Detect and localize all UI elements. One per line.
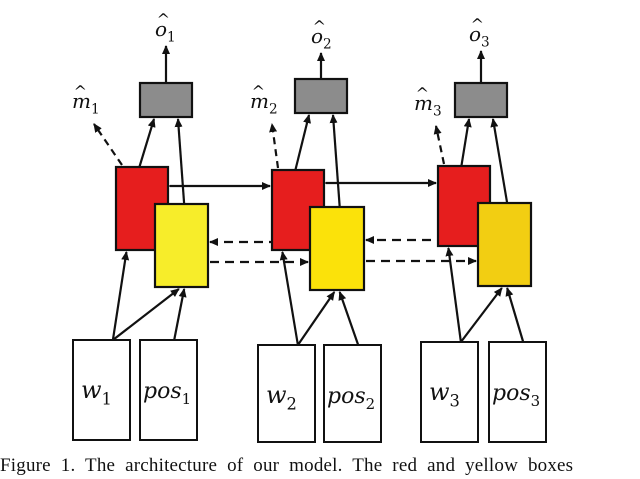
figure-caption: Figure 1. The architecture of our model.… <box>0 455 574 476</box>
word-to-red-arrow-2 <box>279 251 299 346</box>
memory-arrow-1 <box>93 123 123 166</box>
yellow-box-1 <box>153 202 210 289</box>
yellow-box-2 <box>308 205 366 292</box>
memory-arrow-2 <box>269 123 280 169</box>
pos-box-1 <box>139 339 198 441</box>
pos-box-3 <box>488 341 547 443</box>
memory-label-3: m3 <box>414 91 442 120</box>
pos-label-1: pos1 <box>143 379 191 408</box>
output-label-2-hat: ^ <box>313 17 326 36</box>
memory-label-2-hat: ^ <box>252 82 265 101</box>
word-box-1 <box>72 339 131 441</box>
word-to-red-arrow-3 <box>445 247 462 343</box>
memory-arrow-3 <box>433 125 446 165</box>
pos-to-yellow-arrow-2 <box>338 291 360 346</box>
yellow-box-3 <box>476 201 533 288</box>
pos-to-yellow-arrow-1 <box>173 288 187 341</box>
pos-to-yellow-arrow-3 <box>505 287 525 343</box>
word-label-3: w3 <box>429 378 460 411</box>
output-label-3: o3 <box>469 22 490 51</box>
word-box-3 <box>420 341 479 443</box>
boxes-layer <box>72 77 547 443</box>
output-label-1-hat: ^ <box>157 10 170 29</box>
yellow-to-gray-arrow-2 <box>329 114 341 208</box>
red-to-gray-arrow-3 <box>460 118 472 167</box>
word-label-2: w2 <box>266 381 297 414</box>
pos-box-2 <box>323 344 382 443</box>
word-box-2 <box>257 344 316 443</box>
red-to-gray-arrow-2 <box>294 114 311 171</box>
word-to-red-arrow-1 <box>111 251 130 341</box>
word-to-yellow-arrow-3 <box>460 287 503 343</box>
pos-label-3: pos3 <box>492 381 540 410</box>
gray-output-box-1 <box>138 81 194 119</box>
yellow-to-gray-arrow-1 <box>174 118 186 205</box>
gray-output-box-2 <box>293 77 349 115</box>
output-label-1: o1 <box>155 17 176 46</box>
word-label-1: w1 <box>81 376 112 409</box>
gray-output-box-3 <box>453 81 509 119</box>
word-to-yellow-arrow-2 <box>296 291 336 346</box>
memory-label-3-hat: ^ <box>416 84 429 103</box>
memory-label-1: m1 <box>72 89 100 118</box>
red-to-gray-arrow-1 <box>138 118 156 168</box>
memory-label-2: m2 <box>250 89 278 118</box>
yellow-to-gray-arrow-3 <box>490 118 509 204</box>
output-label-3-hat: ^ <box>471 15 484 34</box>
pos-label-2: pos2 <box>327 384 375 413</box>
output-label-2: o2 <box>311 24 332 53</box>
memory-label-1-hat: ^ <box>74 82 87 101</box>
word-to-yellow-arrow-1 <box>112 288 180 341</box>
connections-layer <box>93 45 525 346</box>
